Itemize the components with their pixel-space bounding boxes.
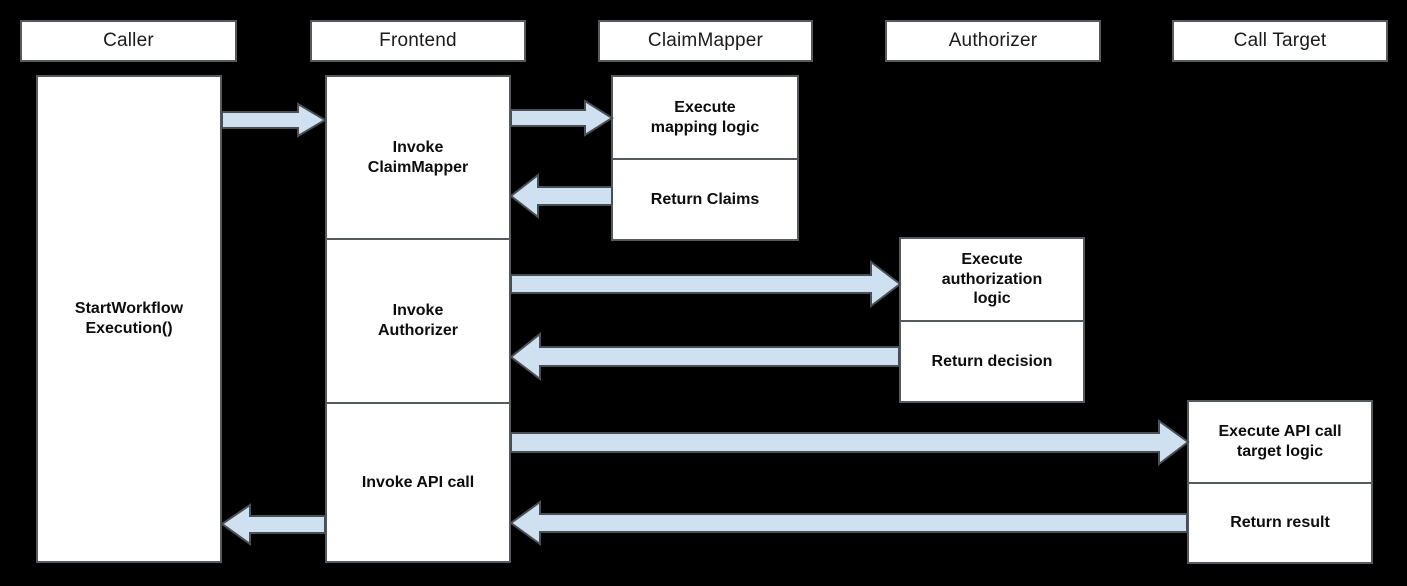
activation-segment-invoke-authorizer: Invoke Authorizer bbox=[327, 238, 509, 402]
message-arrow-frontend-to-claimmapper bbox=[510, 99, 614, 137]
activation-segment-execute-api-call-target-logic: Execute API call target logic bbox=[1218, 423, 1342, 460]
message-arrow-frontend-to-caller bbox=[220, 503, 326, 546]
participant-label: Authorizer bbox=[948, 30, 1038, 51]
participant-label: Call Target bbox=[1233, 30, 1327, 51]
activation-segment-invoke-claimmapper: Invoke ClaimMapper bbox=[367, 138, 469, 176]
message-arrow-caller-to-frontend bbox=[221, 102, 327, 138]
activation-caller: StartWorkflow Execution() bbox=[36, 75, 222, 563]
activation-segment-return-decision: Return decision bbox=[901, 320, 1083, 401]
message-arrow-authorizer-to-frontend bbox=[509, 331, 900, 382]
message-arrow-frontend-to-calltarget bbox=[510, 419, 1190, 467]
participant-header-claimmapper: ClaimMapper bbox=[598, 20, 813, 62]
activation-authorizer: Execute authorization logic Return decis… bbox=[899, 237, 1085, 403]
activation-segment-caller-start: StartWorkflow Execution() bbox=[74, 300, 184, 337]
activation-segment-execute-authorization-logic: Execute authorization logic bbox=[941, 251, 1043, 308]
activation-segment-return-result: Return result bbox=[1189, 482, 1371, 562]
participant-header-calltarget: Call Target bbox=[1172, 20, 1388, 62]
activation-claimmapper: Execute mapping logic Return Claims bbox=[611, 75, 799, 241]
message-arrow-claimmapper-to-frontend bbox=[509, 172, 613, 220]
message-arrow-calltarget-to-frontend bbox=[509, 500, 1188, 546]
participant-header-frontend: Frontend bbox=[310, 20, 526, 62]
activation-calltarget: Execute API call target logic Return res… bbox=[1187, 400, 1373, 564]
activation-segment-return-claims: Return Claims bbox=[613, 158, 797, 239]
participant-header-authorizer: Authorizer bbox=[885, 20, 1101, 62]
activation-frontend: Invoke ClaimMapper Invoke Authorizer Inv… bbox=[325, 75, 511, 563]
message-arrow-frontend-to-authorizer bbox=[510, 259, 902, 309]
participant-header-caller: Caller bbox=[20, 20, 237, 62]
participant-label: ClaimMapper bbox=[647, 30, 764, 51]
participant-label: Caller bbox=[103, 30, 154, 51]
activation-segment-invoke-api-call: Invoke API call bbox=[327, 402, 509, 561]
activation-segment-execute-mapping-logic: Execute mapping logic bbox=[650, 98, 760, 136]
participant-label: Frontend bbox=[379, 30, 457, 51]
